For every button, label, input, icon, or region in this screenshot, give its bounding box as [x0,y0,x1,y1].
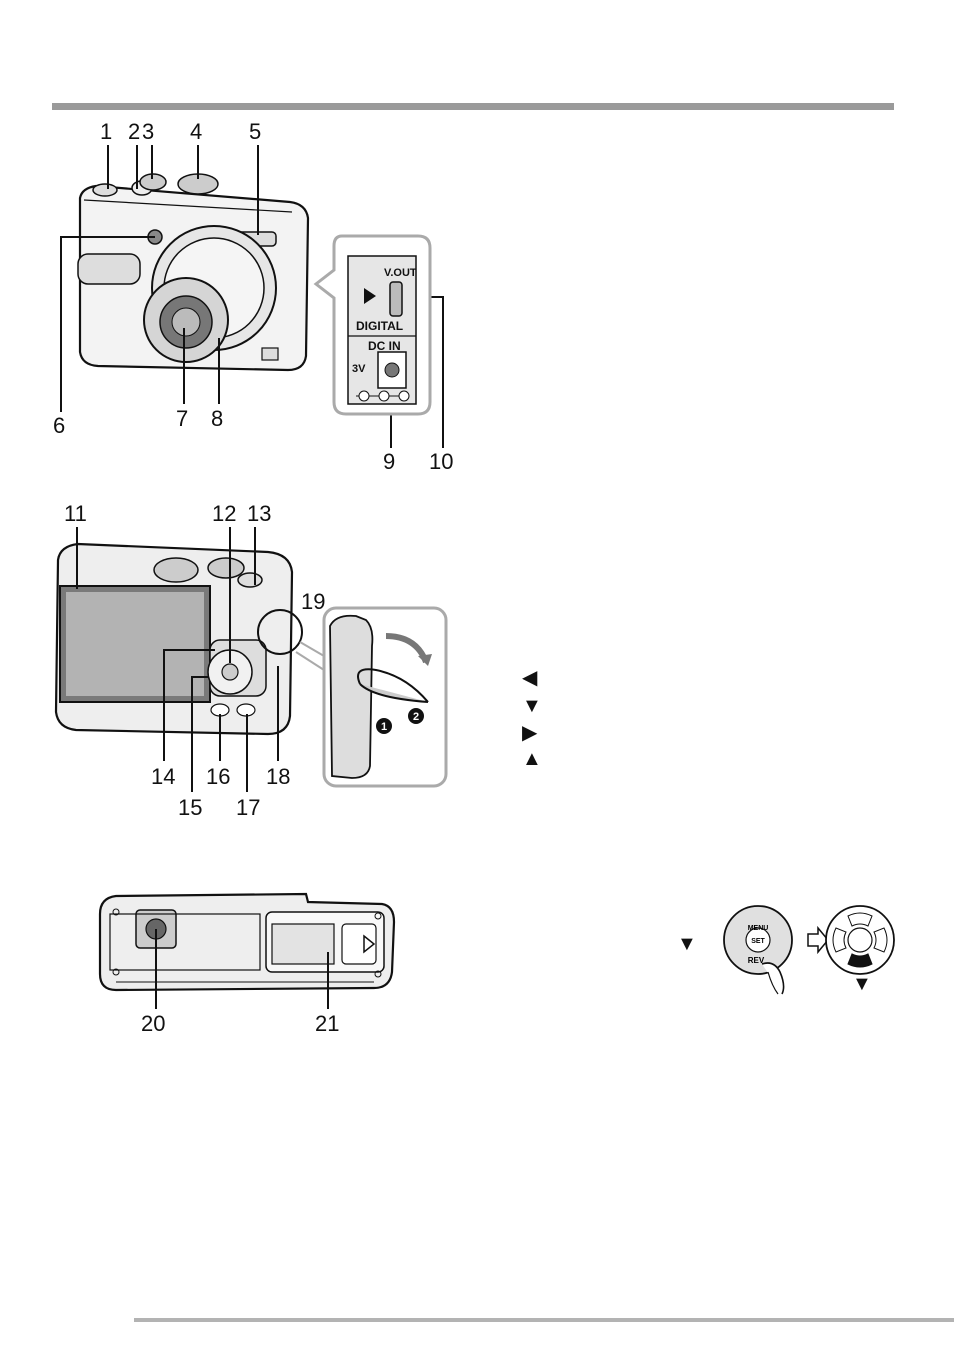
dial-set-label: SET [751,938,765,945]
callout-18: 18 [266,764,291,789]
dial-menu-label: MENU [748,925,769,932]
leader-line [76,527,78,589]
dial-down-arrow: ▼ [852,973,872,995]
callout-10: 10 [429,449,454,474]
vout-label: V.OUT [384,267,417,279]
cursor-left-arrow: ◀ [522,667,538,689]
callout-17: 17 [236,795,261,820]
leader-line [60,236,155,238]
callout-5: 5 [249,119,262,144]
leader-line [254,527,256,585]
port-panel-illustration: V.OUT DIGITAL DC IN 3V [313,234,432,416]
leader-line [277,666,279,761]
leader-line [246,714,248,792]
leader-line [151,145,153,179]
voltage-label: 3V [352,363,366,375]
callout-6: 6 [53,413,66,438]
callout-1: 1 [100,119,113,144]
leader-line [197,145,199,179]
cursor-down-arrow: ▼ [522,695,542,717]
callout-12: 12 [212,501,237,526]
down-marker-arrow: ▼ [677,933,697,955]
callout-11: 11 [64,501,87,526]
leader-line [229,527,231,663]
leader-line [191,676,209,678]
callout-15: 15 [178,795,203,820]
leader-line [327,952,329,1009]
callout-2: 2 [128,119,141,144]
dcin-label: DC IN [368,339,401,353]
dial-rev-label: REV [748,956,765,965]
callout-14: 14 [151,764,176,789]
strap-inset-illustration: 1 2 [257,606,448,788]
leader-line [183,328,185,404]
strap-step-2: 2 [413,711,419,723]
bottom-rule [134,1318,954,1322]
callout-8: 8 [211,406,224,431]
leader-line [107,145,109,189]
callout-20: 20 [141,1011,166,1036]
cursor-up-arrow: ▲ [522,748,542,770]
callout-19: 19 [301,589,326,614]
callout-21: 21 [315,1011,340,1036]
leader-line [136,145,138,189]
leader-line [219,714,221,761]
digital-label: DIGITAL [356,319,403,333]
callout-3: 3 [142,119,155,144]
callout-9: 9 [383,449,396,474]
strap-step-1: 1 [381,721,387,733]
leader-line [163,649,165,761]
callout-16: 16 [206,764,231,789]
leader-line [60,236,62,412]
dial-press-illustration: MENU SET REV [723,905,895,995]
camera-back-illustration [54,542,294,736]
leader-line [163,649,215,651]
callout-4: 4 [190,119,203,144]
leader-line [155,929,157,1009]
camera-front-illustration [77,173,310,372]
leader-line [191,676,193,792]
cursor-right-arrow: ▶ [522,722,538,744]
leader-line [218,338,220,404]
top-rule [52,103,894,110]
leader-line [257,145,259,235]
callout-7: 7 [176,406,189,431]
callout-13: 13 [247,501,272,526]
camera-bottom-illustration [98,892,396,992]
leader-line [442,296,444,448]
